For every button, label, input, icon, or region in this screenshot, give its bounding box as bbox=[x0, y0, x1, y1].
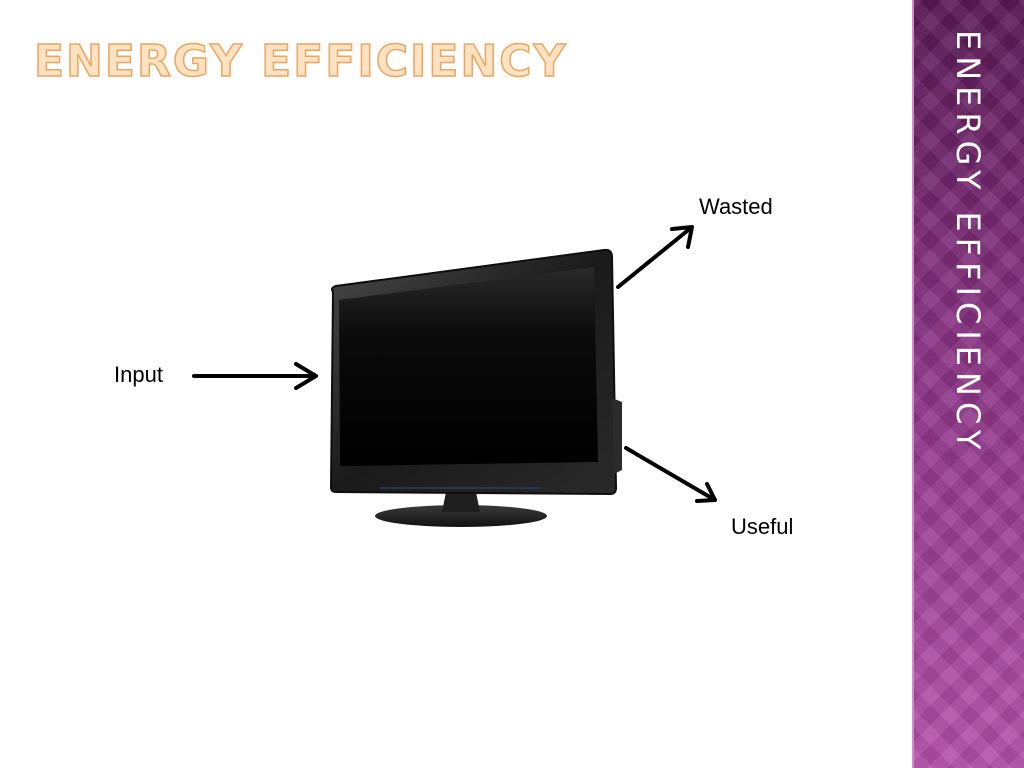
tv-screen bbox=[339, 267, 598, 466]
television bbox=[329, 248, 622, 527]
slide-title: ENERGY EFFICIENCY bbox=[33, 36, 568, 87]
useful-arrow bbox=[624, 446, 717, 503]
wasted-label: Wasted bbox=[699, 194, 773, 219]
tv-side-edge bbox=[612, 398, 622, 474]
side-title: ENERGY EFFICIENCY bbox=[949, 30, 987, 456]
tv-stand-base bbox=[375, 505, 547, 527]
input-label: Input bbox=[114, 362, 163, 387]
input-arrow bbox=[192, 362, 318, 390]
tv-stand-neck bbox=[442, 492, 480, 512]
wasted-arrow bbox=[616, 225, 694, 289]
side-band bbox=[912, 0, 1024, 768]
useful-label: Useful bbox=[731, 514, 794, 539]
